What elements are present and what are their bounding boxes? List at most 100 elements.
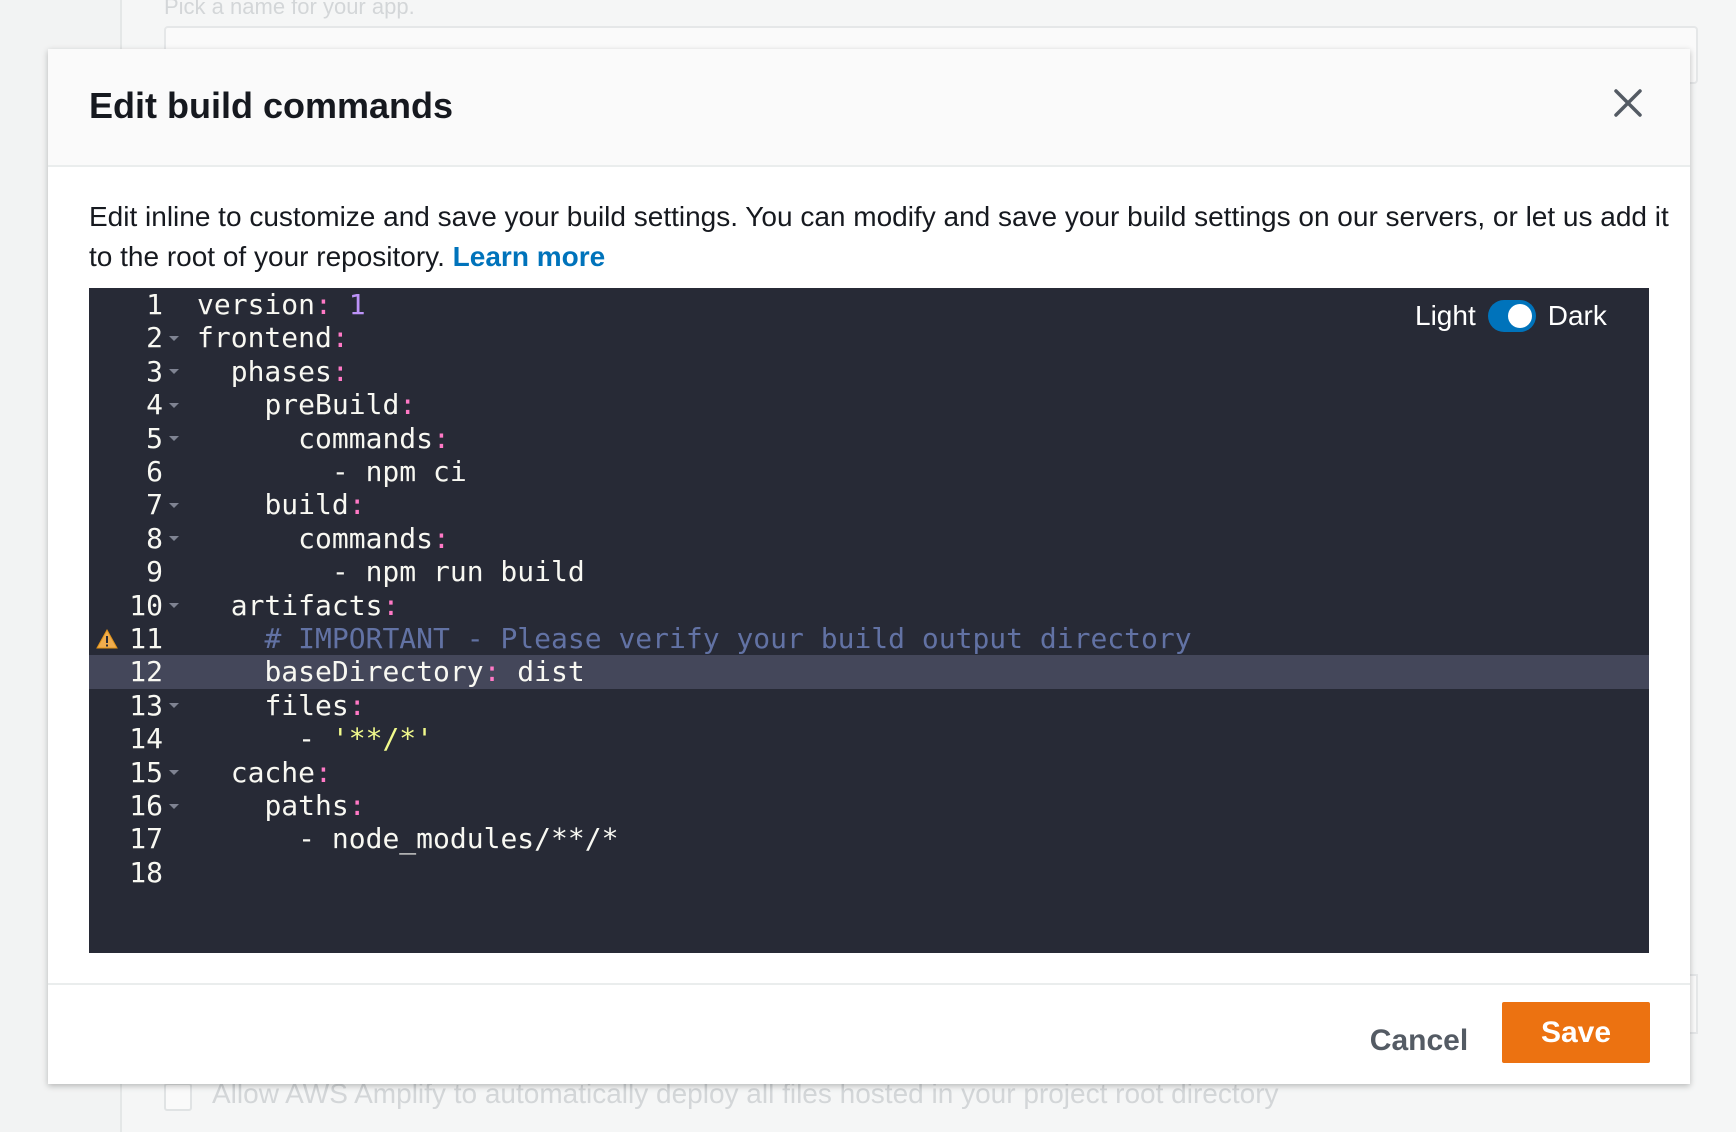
code-line[interactable]: 2 frontend: (89, 321, 1649, 354)
line-number: 4 (146, 388, 163, 422)
code-indent (197, 455, 332, 488)
code-token: : (433, 421, 450, 455)
code-token: : (433, 521, 450, 555)
fold-arrow-icon[interactable] (169, 402, 179, 408)
code-token: # IMPORTANT - Please verify your build o… (264, 622, 1192, 655)
code-indent (197, 789, 264, 822)
modal-footer: Cancel Save (48, 983, 1690, 1084)
code-line[interactable]: 13 files: (89, 689, 1649, 722)
line-number: 12 (129, 655, 163, 689)
line-number: 13 (129, 688, 163, 722)
code-indent (197, 589, 231, 622)
code-line[interactable]: 6 - npm ci (89, 455, 1649, 488)
code-text: files: (197, 689, 365, 722)
learn-more-link[interactable]: Learn more (452, 241, 606, 272)
code-text: preBuild: (197, 388, 416, 421)
code-indent (197, 655, 264, 688)
description-text: Edit inline to customize and save your b… (89, 201, 1669, 272)
code-indent (197, 822, 298, 855)
theme-toggle-switch[interactable] (1487, 300, 1536, 332)
line-number: 14 (129, 722, 163, 756)
code-token: commands (298, 421, 434, 455)
code-line[interactable]: 5 commands: (89, 422, 1649, 455)
code-token: - npm run build (331, 555, 585, 589)
code-text: artifacts: (197, 588, 400, 622)
code-text: build: (197, 488, 365, 521)
save-button[interactable]: Save (1502, 1002, 1650, 1063)
code-line[interactable]: 18 (89, 856, 1649, 889)
code-text: phases: (197, 355, 349, 388)
fold-arrow-icon[interactable] (169, 803, 179, 809)
fold-arrow-icon[interactable] (169, 369, 179, 375)
code-indent (197, 522, 298, 555)
theme-toggle: Light Dark (1415, 296, 1607, 336)
fold-arrow-icon[interactable] (169, 336, 179, 342)
close-button[interactable] (1610, 85, 1646, 121)
warning-icon (96, 628, 118, 649)
modal-description: Edit inline to customize and save your b… (89, 197, 1669, 277)
background-app-name-hint: Pick a name for your app. (164, 0, 415, 19)
code-indent (197, 355, 231, 388)
code-token: artifacts (230, 588, 383, 622)
code-text: - '**/*' (197, 722, 433, 755)
line-number: 1 (146, 288, 163, 321)
code-line[interactable]: 7 build: (89, 488, 1649, 521)
fold-arrow-icon[interactable] (169, 703, 179, 709)
code-token: : (348, 789, 366, 822)
code-line[interactable]: 11 # IMPORTANT - Please verify your buil… (89, 622, 1649, 655)
fold-arrow-icon[interactable] (169, 503, 179, 509)
edit-build-commands-modal: Edit build commands Edit inline to custo… (48, 49, 1690, 1084)
fold-arrow-icon[interactable] (169, 436, 179, 442)
code-line[interactable]: 3 phases: (89, 355, 1649, 388)
code-line[interactable]: 4 preBuild: (89, 388, 1649, 421)
modal-title: Edit build commands (89, 85, 454, 126)
code-token: frontend (197, 321, 332, 355)
background-checkbox (164, 1083, 192, 1111)
code-text: paths: (197, 789, 366, 822)
line-number: 9 (146, 555, 163, 589)
code-line[interactable]: 16 paths: (89, 789, 1649, 822)
line-number: 5 (146, 421, 163, 455)
line-number: 17 (129, 822, 163, 856)
code-token: : (315, 755, 332, 789)
fold-arrow-icon[interactable] (169, 536, 179, 542)
close-icon (1614, 89, 1642, 117)
code-line[interactable]: 10 artifacts: (89, 589, 1649, 622)
code-text: commands: (197, 422, 450, 455)
modal-header: Edit build commands (48, 49, 1690, 167)
code-line[interactable]: 8 commands: (89, 522, 1649, 555)
line-number: 2 (146, 321, 163, 355)
code-line[interactable]: 9 - npm run build (89, 555, 1649, 588)
code-token: phases (230, 354, 332, 388)
theme-dark-label: Dark (1547, 300, 1607, 331)
line-number: 7 (146, 488, 163, 522)
code-token: : (399, 388, 417, 422)
fold-arrow-icon[interactable] (169, 603, 179, 609)
cancel-button[interactable]: Cancel (1351, 1011, 1487, 1071)
code-indent (197, 555, 332, 588)
code-indent (197, 722, 298, 755)
theme-light-label: Light (1415, 300, 1476, 331)
line-number: 11 (129, 622, 163, 655)
fold-arrow-icon[interactable] (169, 770, 179, 776)
code-line[interactable]: 17 - node_modules/**/* (89, 822, 1649, 855)
code-token: '**/*' (331, 722, 434, 756)
code-indent (197, 488, 264, 521)
code-line[interactable]: 15 cache: (89, 756, 1649, 789)
code-text: commands: (197, 522, 450, 555)
code-token: baseDirectory (264, 655, 484, 689)
code-text: frontend: (197, 321, 349, 354)
code-line[interactable]: 14 - '**/*' (89, 722, 1649, 755)
code-text: - npm run build (197, 555, 585, 588)
code-indent (197, 689, 264, 722)
line-number: 16 (129, 789, 163, 822)
code-indent (197, 756, 231, 789)
code-token: 1 (331, 288, 366, 321)
code-token: dist (500, 655, 585, 689)
code-line[interactable]: 12 baseDirectory: dist (89, 655, 1649, 689)
line-number: 10 (129, 588, 163, 622)
line-number: 18 (129, 855, 163, 889)
code-text: version: 1 (197, 288, 366, 321)
